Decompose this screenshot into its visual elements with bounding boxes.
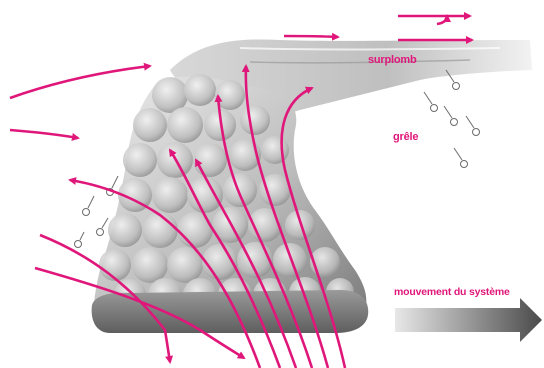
hail-stone (83, 196, 95, 216)
system-motion-arrow (395, 298, 542, 342)
hail-stone (444, 106, 458, 126)
overhang-label: surplomb (368, 54, 417, 66)
outflow-arrow (284, 36, 338, 37)
inflow-arrow (10, 130, 78, 138)
inflow-arrow (10, 66, 150, 98)
hail-stone (454, 148, 468, 168)
hail-stone (97, 218, 109, 236)
system-motion-label: mouvement du système (394, 286, 510, 298)
hail-stone (75, 232, 85, 248)
hail-label: grêle (393, 131, 418, 143)
hail-stone (466, 116, 480, 136)
hail-stone (424, 92, 438, 112)
